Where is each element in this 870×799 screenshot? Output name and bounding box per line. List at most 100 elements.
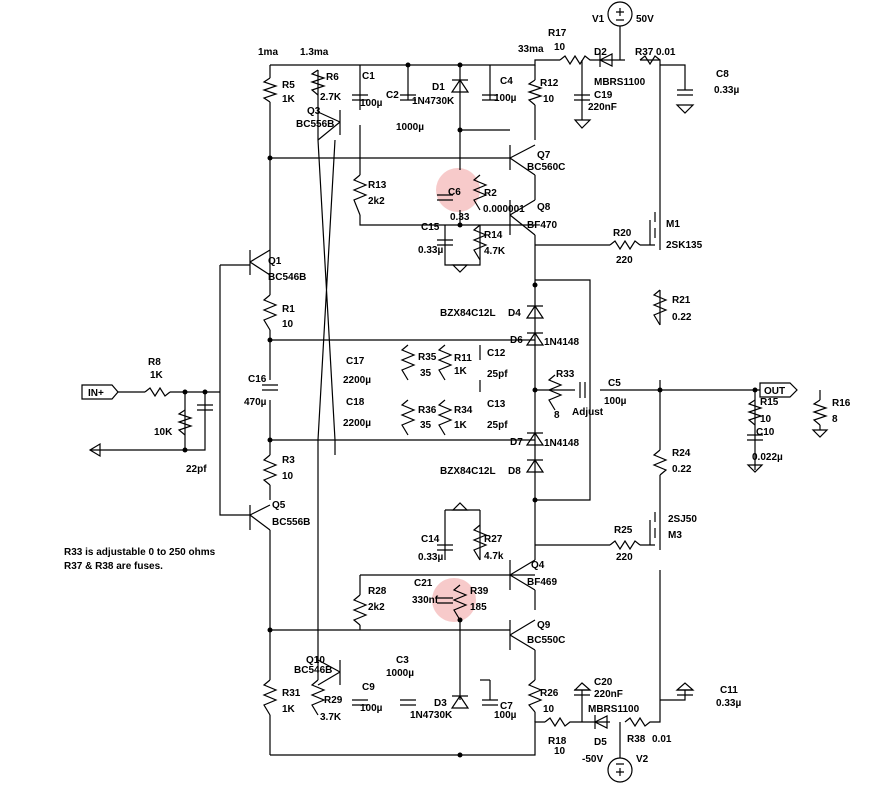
c1-value: 100µ — [360, 98, 383, 109]
d4-label: D4 — [508, 308, 521, 319]
r38-label: R38 — [627, 734, 646, 745]
q1-label: Q1 — [268, 256, 282, 267]
output-port — [759, 382, 798, 398]
q10-label: Q10 — [306, 655, 325, 666]
q1-value: BC546B — [268, 272, 306, 283]
r1-label: R1 — [282, 304, 295, 315]
r36-label: R36 — [418, 405, 437, 416]
d5-value: MBRS1100 — [588, 704, 640, 715]
diode-symbols — [450, 53, 613, 729]
r28-value: 2k2 — [368, 602, 385, 613]
c12-value: 25pf — [487, 369, 508, 380]
c1-label: C1 — [362, 71, 375, 82]
d6-value: 1N4148 — [544, 337, 579, 348]
r3-label: R3 — [282, 455, 295, 466]
c7-value: 100µ — [494, 710, 517, 721]
q4-value: BF469 — [527, 577, 557, 588]
r13-value: 2k2 — [368, 196, 385, 207]
r2-label: R2 — [484, 188, 497, 199]
q9-label: Q9 — [537, 620, 551, 631]
junctions — [182, 62, 758, 758]
c5-label: C5 — [608, 378, 621, 389]
c21-value: 330nf — [412, 595, 439, 606]
r1-value: 10 — [282, 319, 294, 330]
r14-value: 4.7K — [484, 246, 506, 257]
r14-label: R14 — [484, 230, 503, 241]
r28-label: R28 — [368, 586, 387, 597]
d3-label: D3 — [434, 698, 447, 709]
q9-value: BC550C — [527, 635, 565, 646]
c19-label: C19 — [594, 90, 613, 101]
c18-label: C18 — [346, 397, 365, 408]
r20-value: 220 — [616, 255, 633, 266]
c15-label: C15 — [421, 222, 440, 233]
transistor-symbols — [317, 110, 661, 686]
q5-value: BC556B — [272, 517, 310, 528]
r38-value: 0.01 — [652, 734, 672, 745]
v2-label: V2 — [636, 754, 649, 765]
r36-value: 35 — [420, 420, 432, 431]
r5-label: R5 — [282, 80, 295, 91]
c10-label: C10 — [756, 427, 775, 438]
r26-value: 10 — [543, 704, 555, 715]
d3-value: 1N4730K — [410, 710, 453, 721]
d1-label: D1 — [432, 82, 445, 93]
d7-value: 1N4148 — [544, 438, 579, 449]
c18-value: 2200µ — [343, 418, 371, 429]
c16-value: 470µ — [244, 397, 267, 408]
r34-label: R34 — [454, 405, 473, 416]
ground-icons — [88, 104, 829, 691]
r17-value: 10 — [554, 42, 566, 53]
q7-label: Q7 — [537, 150, 551, 161]
m3-label: M3 — [668, 530, 682, 541]
current-1ma: 1ma — [258, 47, 278, 58]
r18-value: 10 — [554, 746, 566, 757]
m1-label: M1 — [666, 219, 680, 230]
d1-value: 1N4730K — [412, 96, 455, 107]
c5-value: 100µ — [604, 396, 627, 407]
r24-value: 0.22 — [672, 464, 692, 475]
c22pf-value: 22pf — [186, 464, 207, 475]
r25-label: R25 — [614, 525, 633, 536]
m3-value: 2SJ50 — [668, 514, 697, 525]
current-1-3ma: 1.3ma — [300, 47, 329, 58]
c9-label: C9 — [362, 682, 375, 693]
r29-label: R29 — [324, 695, 343, 706]
component-labels: 1ma 1.3ma 33ma V1 50V R17 10 D2 MBRS1100… — [64, 14, 851, 765]
v1-label: V1 — [592, 14, 605, 25]
c16-label: C16 — [248, 374, 267, 385]
r8-label: R8 — [148, 357, 161, 368]
c13-value: 25pf — [487, 420, 508, 431]
d8-label: D8 — [508, 466, 521, 477]
r25-value: 220 — [616, 552, 633, 563]
d6-label: D6 — [510, 335, 523, 346]
r29-value: 3.7K — [320, 712, 342, 723]
c14-label: C14 — [421, 534, 440, 545]
d7-label: D7 — [510, 437, 523, 448]
r33-adjust: Adjust — [572, 407, 604, 418]
r16-label: R16 — [832, 398, 851, 409]
c8-value: 0.33µ — [714, 85, 739, 96]
q3-label: Q3 — [307, 106, 321, 117]
r15-value: 10 — [760, 414, 772, 425]
c7-label: C7 — [500, 701, 513, 712]
c4-label: C4 — [500, 76, 513, 87]
c6-value: 0.33 — [450, 212, 470, 223]
c10-value: 0.022µ — [752, 452, 783, 463]
input-label: IN+ — [88, 388, 104, 399]
c17-value: 2200µ — [343, 375, 371, 386]
c20-value: 220nF — [594, 689, 623, 700]
q3-value: BC556B — [296, 119, 334, 130]
v1-value: 50V — [636, 14, 654, 25]
d2-label: D2 — [594, 47, 607, 58]
c11-value: 0.33µ — [716, 698, 741, 709]
c20-label: C20 — [594, 677, 613, 688]
r6-value: 2.7K — [320, 92, 342, 103]
r15-label: R15 — [760, 397, 779, 408]
r2-value: 0.000001 — [483, 204, 525, 215]
r37-value: 0.01 — [656, 47, 676, 58]
r33-value: 8 — [554, 410, 560, 421]
c2-label: C2 — [386, 90, 399, 101]
r31-value: 1K — [282, 704, 296, 715]
